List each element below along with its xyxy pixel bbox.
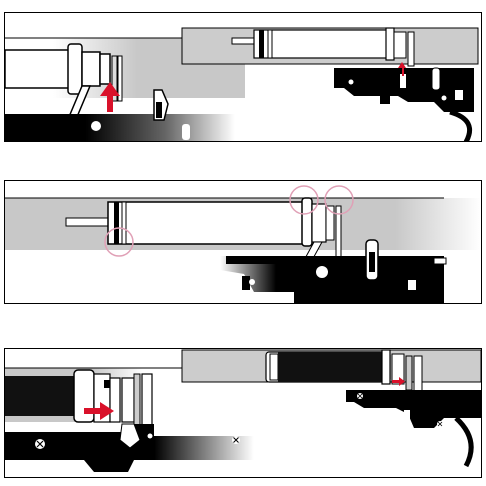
panel-bottom	[4, 348, 482, 478]
panel-middle-drawing	[4, 180, 482, 304]
highlight-circle-icon	[289, 185, 319, 215]
piston-body	[4, 49, 70, 89]
trigger-housing	[5, 423, 254, 472]
trigger-group-overview	[346, 390, 482, 468]
piston-head	[67, 43, 83, 95]
piston-head	[301, 197, 313, 247]
highlight-circle-icon	[104, 227, 134, 257]
screw-cross-icon	[437, 421, 443, 427]
up-arrow-icon	[398, 62, 406, 68]
sear-plate	[111, 55, 118, 102]
screw-cross-icon	[35, 439, 45, 449]
panel-top-drawing	[4, 12, 482, 142]
trigger-housing	[5, 114, 235, 142]
sear-plate	[121, 377, 135, 423]
right-arrow-icon	[392, 377, 405, 386]
highlight-circle-icon	[324, 185, 354, 215]
piston-body	[107, 201, 305, 245]
piston-dark-head	[5, 376, 75, 416]
right-arrow-icon	[84, 402, 114, 420]
panel-middle	[4, 180, 482, 304]
piston-dark-head	[278, 352, 382, 382]
up-arrow-icon	[100, 82, 120, 112]
panel-top	[4, 12, 482, 142]
trigger-housing	[220, 239, 447, 304]
screw-cross-icon	[357, 393, 363, 399]
screw-cross-icon	[232, 436, 240, 444]
trigger-group-overview	[334, 67, 474, 142]
panel-bottom-drawing	[4, 348, 482, 478]
o-ring	[114, 202, 119, 244]
